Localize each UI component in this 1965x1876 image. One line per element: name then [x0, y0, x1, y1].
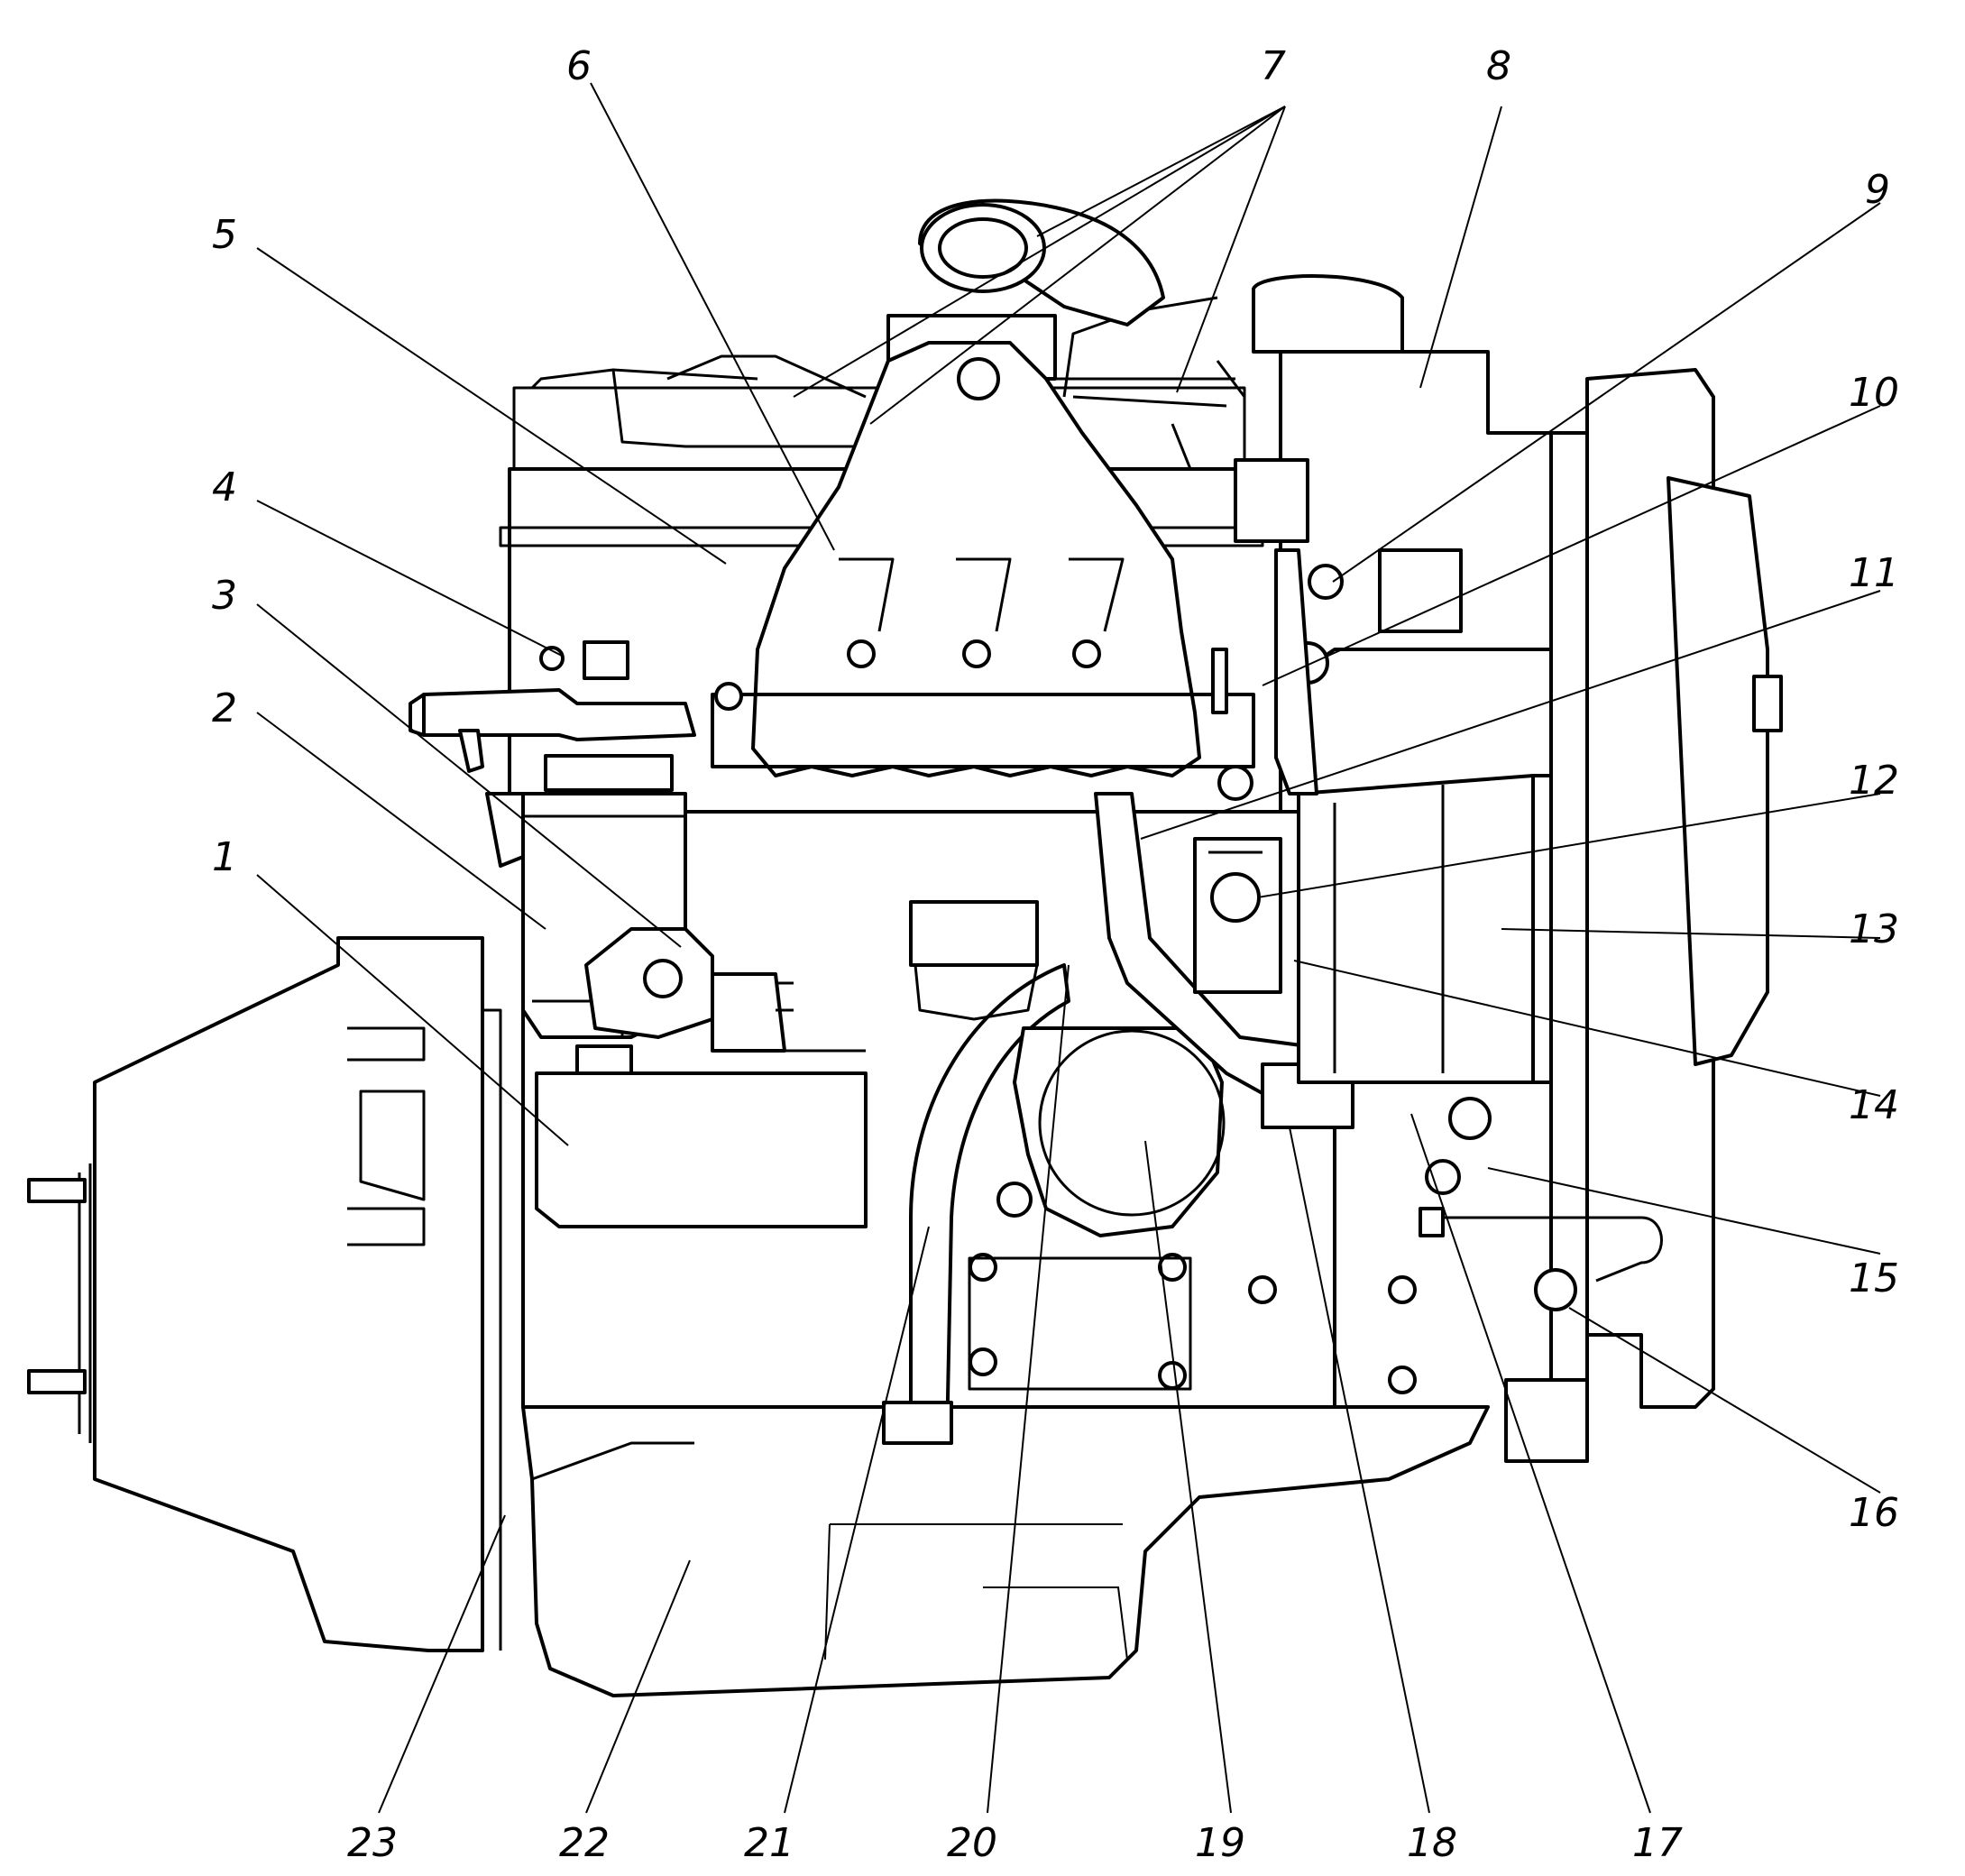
leader-4: [256, 500, 565, 658]
leader-21: [784, 1226, 930, 1814]
callout-7: 7: [1261, 43, 1286, 89]
callout-23: 23: [347, 1820, 398, 1866]
callout-10: 10: [1849, 370, 1899, 416]
callout-20: 20: [947, 1820, 997, 1866]
leader-5: [256, 247, 727, 565]
callout-9: 9: [1865, 167, 1890, 213]
leader-19: [1144, 1140, 1232, 1814]
leader-13: [1501, 928, 1881, 939]
leader-23: [378, 1514, 506, 1814]
breather-hose: [909, 963, 1070, 1445]
callout-1: 1: [212, 834, 237, 880]
leader-14: [1293, 960, 1881, 1097]
fuel-lines: [611, 296, 1246, 470]
callout-13: 13: [1849, 906, 1899, 952]
callout-22: 22: [559, 1820, 610, 1866]
leader-7c: [869, 106, 1286, 425]
leader-7b: [793, 106, 1286, 398]
callout-5: 5: [212, 212, 237, 258]
leader-20: [987, 964, 1070, 1814]
leader-8: [1419, 106, 1502, 389]
bellhousing: [93, 936, 484, 1652]
callout-labels: 1 2 3 4 5 6 7 8 9 10 11 12 13 14 15 16 1…: [212, 43, 1899, 1866]
callout-11: 11: [1849, 550, 1899, 596]
callout-15: 15: [1849, 1255, 1899, 1301]
callout-21: 21: [744, 1820, 794, 1866]
engine-illustration: [27, 198, 1783, 1697]
leader-12: [1257, 793, 1881, 898]
callout-16: 16: [1849, 1490, 1899, 1536]
stud-top: [27, 1178, 87, 1203]
leader-2: [256, 712, 546, 930]
leader-22: [585, 1559, 691, 1814]
leader-3: [256, 603, 682, 948]
leader-6: [590, 82, 835, 551]
callout-19: 19: [1195, 1820, 1245, 1866]
turbo-housing: [1279, 350, 1553, 687]
callout-18: 18: [1407, 1820, 1457, 1866]
leader-10: [1262, 405, 1881, 686]
callout-12: 12: [1849, 758, 1899, 804]
stud-bottom: [27, 1369, 87, 1394]
block-bolts: [968, 1182, 1417, 1394]
leader-11: [1140, 590, 1881, 840]
callout-8: 8: [1486, 43, 1511, 89]
leader-18: [1289, 1127, 1430, 1814]
leader-1: [256, 874, 569, 1146]
callout-4: 4: [212, 464, 237, 510]
callout-2: 2: [212, 685, 237, 731]
leader-16: [1568, 1307, 1881, 1494]
callout-3: 3: [212, 573, 237, 619]
oil-pan: [521, 1405, 1490, 1697]
oil-filler: [909, 900, 1039, 967]
starter-motor: [535, 1071, 868, 1228]
leader-7a: [1036, 106, 1286, 237]
callout-6: 6: [566, 43, 592, 89]
leader-17: [1410, 1113, 1651, 1814]
leader-lines: [256, 82, 1881, 1814]
callout-17: 17: [1632, 1820, 1683, 1866]
callout-14: 14: [1849, 1082, 1899, 1128]
leader-15: [1487, 1167, 1881, 1255]
leader-7d: [1176, 106, 1286, 393]
leader-9: [1332, 202, 1881, 583]
